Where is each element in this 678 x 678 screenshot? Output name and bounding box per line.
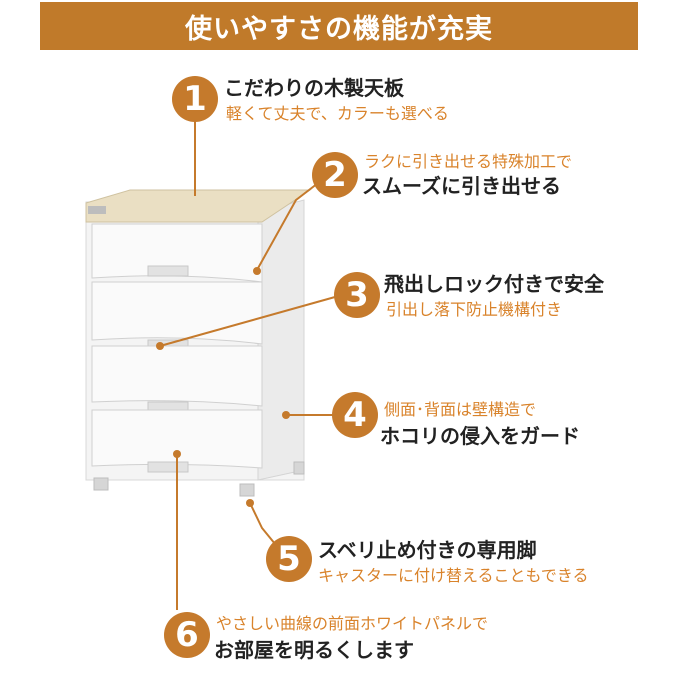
feature-1-number-badge: 1 <box>172 76 218 122</box>
feature-5-number-badge: 5 <box>266 536 312 582</box>
feature-6-number-badge: 6 <box>164 612 210 658</box>
page-title: 使いやすさの機能が充実 <box>185 13 493 45</box>
feature-6-title: お部屋を明るくします <box>214 638 414 662</box>
feature-2-subtitle: ラクに引き出せる特殊加工で <box>364 152 573 171</box>
feature-1-title: こだわりの木製天板 <box>224 76 404 100</box>
leader-lines <box>159 112 340 610</box>
feature-6-subtitle: やさしい曲線の前面ホワイトパネルで <box>216 614 489 633</box>
feature-2-title: スムーズに引き出せる <box>362 174 561 198</box>
feature-2-number-badge: 2 <box>312 152 358 198</box>
feature-4-title: ホコリの侵入をガード <box>380 424 580 448</box>
drawer <box>91 223 263 283</box>
header-banner: 使いやすさの機能が充実 <box>40 2 638 50</box>
feature-3-number-badge: 3 <box>334 272 380 318</box>
feature-5-title: スベリ止め付きの専用脚 <box>318 538 537 562</box>
feature-5-subtitle: キャスターに付け替えることもできる <box>318 566 589 585</box>
feature-3-subtitle: 引出し落下防止機構付き <box>386 300 563 319</box>
feature-4-subtitle: 側面･背面は壁構造で <box>384 400 537 419</box>
feature-3-title: 飛出しロック付きで安全 <box>384 272 604 296</box>
drawer <box>91 409 263 473</box>
feature-1-subtitle: 軽くて丈夫で、カラーも選べる <box>226 104 449 123</box>
feature-4-number-badge: 4 <box>332 392 378 438</box>
